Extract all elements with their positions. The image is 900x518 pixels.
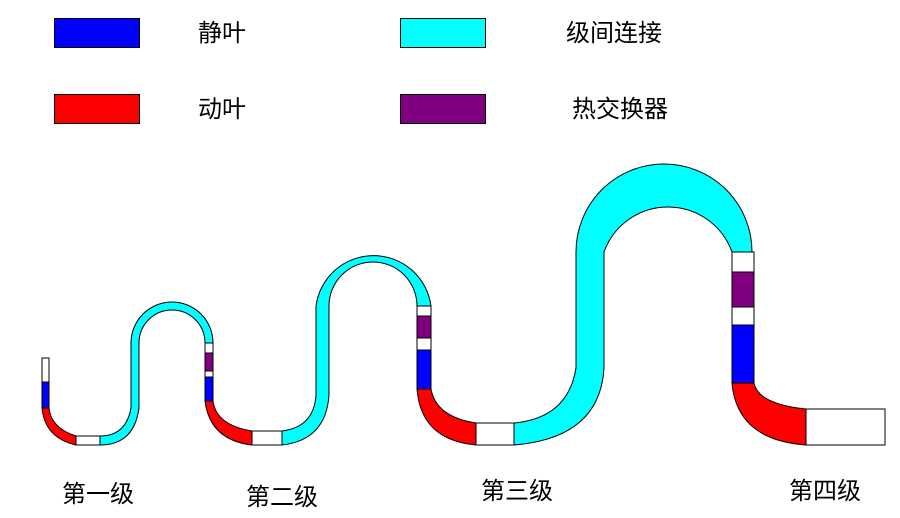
stage-1-rotor: [41, 407, 77, 446]
stage-2-blank-2: [416, 305, 432, 317]
stage-1-blank-2: [204, 342, 214, 354]
legend-label-heat-exchanger: 热交换器: [572, 95, 668, 123]
legend-swatch-stator: [54, 18, 140, 48]
stage-1-heat-exchanger: [204, 352, 214, 372]
stage-3-blank: [475, 422, 515, 446]
stage-2-heat-exchanger: [416, 315, 432, 339]
legend-label-rotor: 动叶: [198, 95, 246, 123]
stage-2-stator: [416, 349, 432, 390]
stage-1-blank: [75, 435, 101, 446]
stage-label-2: 第二级: [246, 483, 318, 511]
stage-1-stator-2: [204, 376, 214, 402]
stage-2-interstage: [281, 255, 432, 446]
stage-1-stator: [41, 381, 50, 409]
stage-2-blank: [251, 430, 283, 446]
legend-swatch-heat-exchanger: [400, 94, 486, 124]
stage-3-path: [416, 163, 755, 446]
stage-1-interstage: [99, 301, 214, 446]
stage-3-interstage: [513, 163, 753, 446]
legend-label-interstage: 级间连接: [566, 19, 662, 47]
stage-2-rotor: [204, 400, 253, 446]
stage-1-path: [41, 301, 214, 446]
stage-3-stator: [731, 324, 755, 384]
stage-4-outlet-blank: [805, 408, 886, 446]
legend-swatch-rotor: [54, 94, 140, 124]
stage-4-rotor: [731, 382, 807, 446]
stage-3-blank-2: [731, 251, 755, 273]
stage-3-blank-3: [731, 306, 755, 326]
stage-4-path: [731, 382, 886, 446]
stage-2-path: [204, 255, 432, 446]
legend-swatch-interstage: [400, 18, 486, 48]
stage-1-inlet-blank: [41, 357, 50, 383]
stage-1-blank-3: [204, 370, 214, 378]
legend-label-stator: 静叶: [198, 19, 246, 47]
stage-3-rotor: [416, 388, 477, 446]
stage-label-3: 第三级: [481, 477, 553, 505]
stage-3-heat-exchanger: [731, 271, 755, 308]
stage-label-1: 第一级: [62, 480, 134, 508]
stage-2-blank-3: [416, 337, 432, 351]
stage-label-4: 第四级: [789, 477, 861, 505]
